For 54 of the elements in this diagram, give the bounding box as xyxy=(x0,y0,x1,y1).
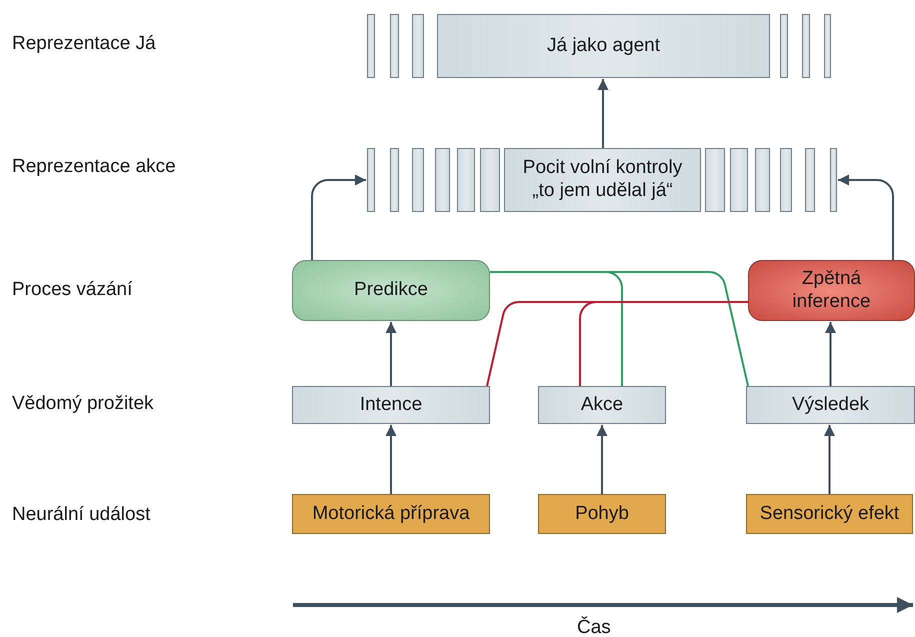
box-label: Akce xyxy=(580,394,624,416)
event-box xyxy=(538,494,666,534)
box-label: Sensorický efekt xyxy=(760,502,900,526)
segment-bar xyxy=(805,148,815,212)
process-box xyxy=(748,260,915,321)
stage-box xyxy=(437,14,770,78)
stage-box xyxy=(504,148,701,212)
row-label: Neurální událost xyxy=(12,504,150,526)
row-label: Proces vázání xyxy=(12,279,132,301)
segment-bar xyxy=(830,148,837,212)
segment-bar xyxy=(390,148,399,212)
segment-bar xyxy=(705,148,725,212)
arrow xyxy=(824,425,835,494)
arrow xyxy=(386,322,396,386)
segment-bar xyxy=(457,148,475,212)
box-label: Zpětná inference xyxy=(791,268,872,314)
row-label: Vědomý prožitek xyxy=(12,393,154,415)
connector-line xyxy=(490,271,749,386)
segment-bar xyxy=(435,148,450,212)
box-label: Výsledek xyxy=(792,394,870,416)
segment-bar xyxy=(480,148,500,212)
arrow xyxy=(386,425,396,494)
segment-bar xyxy=(412,148,424,212)
arrow xyxy=(825,322,836,386)
arrow xyxy=(838,174,894,260)
segment-bar xyxy=(730,148,748,212)
segment-bar xyxy=(367,148,375,212)
segment-bar xyxy=(412,14,424,78)
row-label: Reprezentace Já xyxy=(12,33,156,55)
arrow xyxy=(596,425,608,494)
stage-box xyxy=(538,386,666,424)
event-box xyxy=(292,494,490,534)
segment-bar xyxy=(755,148,770,212)
segment-bar xyxy=(780,14,788,78)
connector-line xyxy=(579,301,748,386)
box-label: Predikce xyxy=(354,279,428,302)
stage-box xyxy=(746,386,915,424)
segment-bar xyxy=(780,148,792,212)
box-label: Motorická příprava xyxy=(312,502,470,526)
process-box xyxy=(292,260,490,321)
event-box xyxy=(746,494,913,534)
box-label: Pohyb xyxy=(575,502,629,526)
segment-bar xyxy=(824,14,831,78)
arrow xyxy=(311,174,366,260)
segment-bar xyxy=(367,14,375,78)
segment-bar xyxy=(802,14,810,78)
box-label: Pocit volní kontroly „to jem udělal já“ xyxy=(522,157,684,203)
stage-box xyxy=(292,386,490,424)
axis-label: Čas xyxy=(577,617,611,637)
box-label: Já jako agent xyxy=(546,34,660,58)
arrow xyxy=(598,79,608,148)
box-label: Intence xyxy=(360,394,422,416)
segment-bar xyxy=(390,14,399,78)
row-label: Reprezentace akce xyxy=(12,156,176,178)
